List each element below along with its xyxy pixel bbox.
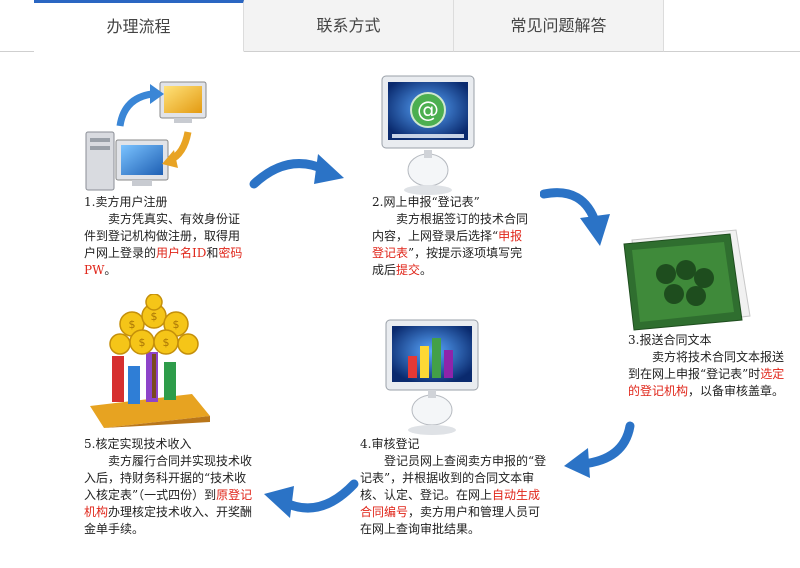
tab-process[interactable]: 办理流程 [34, 0, 244, 52]
step-5-office-highlight: 原登记机构 [84, 488, 253, 519]
computer-network-icon [85, 81, 207, 191]
step-2-title: 2.网上申报“登记表” [372, 195, 480, 209]
tab-bar: 办理流程 联系方式 常见问题解答 [0, 0, 800, 52]
tab-contact[interactable]: 联系方式 [244, 0, 454, 52]
arrow-down-right-icon [540, 188, 610, 246]
step-1-password-highlight: 密码PW [84, 246, 243, 277]
step-1-text: 1.卖方用户注册 卖方凭真实、有效身份证件到登记机构做注册，取得用户网上登录的用… [84, 194, 244, 279]
svg-text:@: @ [417, 98, 439, 123]
step-3-title: 3.报送合同文本 [628, 333, 712, 347]
step-4-number-highlight: 自动生成合同编号 [360, 488, 541, 519]
svg-text:$: $ [139, 336, 146, 349]
tab-bar-filler [664, 0, 800, 52]
arrow-down-left-icon [564, 421, 635, 478]
step-4-title: 4.审核登记 [360, 437, 420, 451]
svg-text:$: $ [173, 318, 180, 331]
step-3-text: 3.报送合同文本 卖方将技术合同文本报送到在网上申报“登记表”时选定的登记机构，… [628, 332, 788, 400]
imac-email-icon: @ [381, 75, 475, 195]
step-2-body: 卖方根据签订的技术合同内容，上网登录后选择“申报登记表”，按提示逐项填写完成后提… [372, 212, 529, 277]
arrow-left-icon [264, 479, 359, 518]
money-tree-chart-icon: $$$ $$ [90, 294, 210, 428]
step-3-body: 卖方将技术合同文本报送到在网上申报“登记表”时选定的登记机构，以备审核盖章。 [628, 350, 785, 398]
arrow-right-icon [249, 154, 344, 189]
svg-text:$: $ [151, 310, 158, 323]
step-5-text: 5.核定实现技术收入 卖方履行合同并实现技术收入后，持财务科开据的“技术收入核定… [84, 436, 258, 538]
step-5-title: 5.核定实现技术收入 [84, 437, 192, 451]
tab-bar-spacer [0, 0, 34, 52]
step-1-body: 卖方凭真实、有效身份证件到登记机构做注册，取得用户网上登录的用户名ID和密码PW… [84, 212, 243, 277]
svg-text:$: $ [163, 336, 170, 349]
step-3-office-highlight: 选定的登记机构 [628, 367, 785, 398]
step-1-title: 1.卖方用户注册 [84, 195, 168, 209]
step-5-body: 卖方履行合同并实现技术收入后，持财务科开据的“技术收入核定表”（一式四份）到原登… [84, 454, 253, 536]
step-1-username-highlight: 用户名ID [156, 246, 207, 260]
step-2-submit-highlight: 提交 [396, 263, 421, 277]
green-folder-icon [623, 229, 751, 331]
imac-chart-icon [385, 319, 479, 435]
step-4-text: 4.审核登记 登记员网上查阅卖方申报的“登记表”，并根据收到的合同文本审核、认定… [360, 436, 550, 538]
tab-faq[interactable]: 常见问题解答 [454, 0, 664, 52]
step-2-apply-highlight: 申报登记表 [372, 229, 523, 260]
step-2-text: 2.网上申报“登记表” 卖方根据签订的技术合同内容，上网登录后选择“申报登记表”… [372, 194, 532, 279]
svg-text:$: $ [129, 318, 136, 331]
step-4-body: 登记员网上查阅卖方申报的“登记表”，并根据收到的合同文本审核、认定、登记。在网上… [360, 454, 547, 536]
